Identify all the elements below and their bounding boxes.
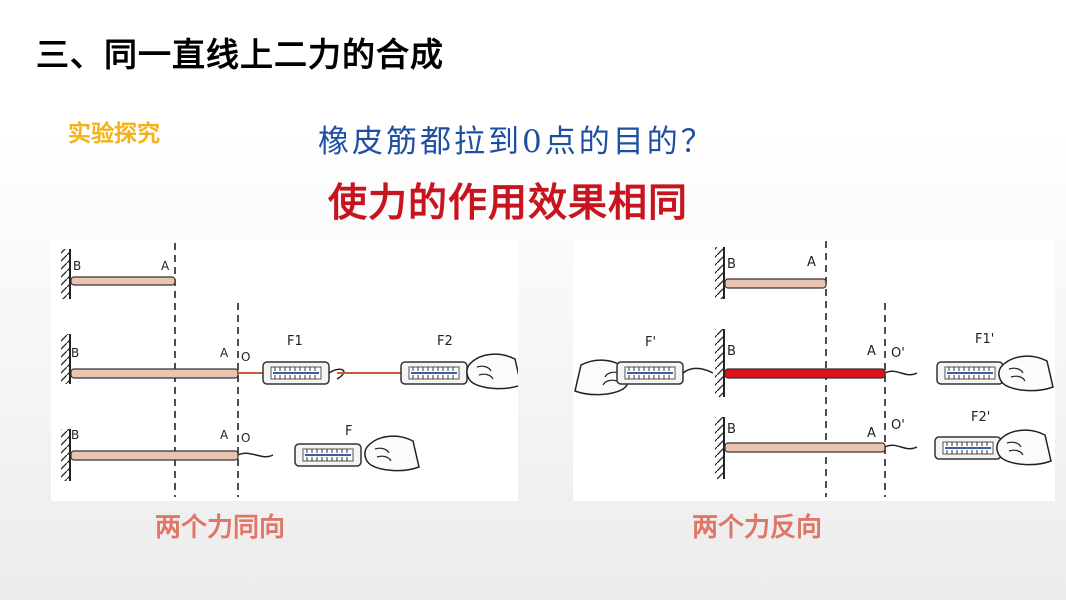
wall-row3-right bbox=[715, 417, 725, 479]
spring-scale-f1 bbox=[262, 361, 330, 385]
label-a-row1: A bbox=[161, 259, 170, 273]
label-b-row1-right: B bbox=[727, 257, 736, 272]
wall-row2-right bbox=[715, 329, 725, 397]
hand-row3 bbox=[364, 435, 420, 472]
label-b-row2-right: B bbox=[727, 344, 736, 359]
label-a-row2-right: A bbox=[867, 344, 876, 359]
spring-scale-f-prime bbox=[616, 361, 684, 385]
label-a-row1-right: A bbox=[807, 255, 816, 270]
label-a-row2: A bbox=[220, 346, 229, 360]
label-o-row2: O bbox=[241, 350, 250, 364]
spring-scale-f2 bbox=[400, 361, 468, 385]
hand-row2 bbox=[466, 353, 518, 390]
caption-opposite-direction: 两个力反向 bbox=[692, 513, 823, 543]
label-o-row3-right: O' bbox=[891, 418, 905, 433]
opposite-direction-svg: B A F' B A O' F1' B A O' F2' bbox=[574, 241, 1054, 497]
label-f: F bbox=[345, 424, 352, 439]
rubber-band-row2-right-stretched bbox=[724, 368, 886, 379]
spring-scale-f1-prime bbox=[936, 361, 1004, 385]
answer-text: 使力的作用效果相同 bbox=[328, 181, 689, 226]
hook-f2-prime bbox=[884, 444, 918, 450]
experiment-tag: 实验探究 bbox=[68, 121, 160, 147]
spring-scale-f bbox=[294, 443, 362, 467]
rubber-band-row1 bbox=[70, 276, 176, 286]
label-b-row2: B bbox=[71, 346, 79, 360]
hook-f1 bbox=[328, 368, 345, 380]
label-f1-prime: F1' bbox=[975, 332, 994, 347]
slide-title: 三、同一直线上二力的合成 bbox=[36, 35, 444, 74]
hook-f1-prime bbox=[884, 370, 918, 376]
label-b-row1: B bbox=[73, 259, 81, 273]
hook-row3 bbox=[237, 452, 274, 458]
label-a-row3-right: A bbox=[867, 426, 876, 441]
hand-right-row3 bbox=[996, 429, 1052, 466]
opposite-direction-diagram: B A F' B A O' F1' B A O' F2' bbox=[573, 239, 1055, 501]
label-a-row3: A bbox=[220, 428, 229, 442]
label-f2: F2 bbox=[437, 334, 453, 349]
question-text: 橡皮筋都拉到0点的目的？ bbox=[318, 124, 715, 160]
label-o-row3: O bbox=[241, 431, 250, 445]
label-f-prime: F' bbox=[645, 335, 656, 350]
hook-f-prime bbox=[682, 367, 714, 374]
wall-row1 bbox=[61, 249, 71, 299]
wall-row3 bbox=[61, 429, 71, 481]
hand-right-row2 bbox=[998, 355, 1054, 392]
label-b-row3-right: B bbox=[727, 422, 736, 437]
rubber-band-row1-right bbox=[724, 278, 827, 289]
same-direction-svg: B A B A O F1 F2 B A O F bbox=[61, 243, 518, 497]
wall-row1-right bbox=[715, 247, 725, 299]
spring-scale-f2-prime bbox=[934, 436, 1002, 460]
caption-same-direction: 两个力同向 bbox=[155, 513, 286, 543]
label-f1: F1 bbox=[287, 334, 303, 349]
rubber-band-row3-right bbox=[724, 442, 886, 453]
rubber-band-row3 bbox=[70, 450, 239, 461]
label-b-row3: B bbox=[71, 428, 79, 442]
label-f2-prime: F2' bbox=[971, 410, 990, 425]
rubber-band-row2 bbox=[70, 368, 239, 379]
label-o-row2-right: O' bbox=[891, 346, 905, 361]
wall-row2 bbox=[61, 334, 71, 384]
same-direction-diagram: B A B A O F1 F2 B A O F bbox=[51, 239, 518, 501]
